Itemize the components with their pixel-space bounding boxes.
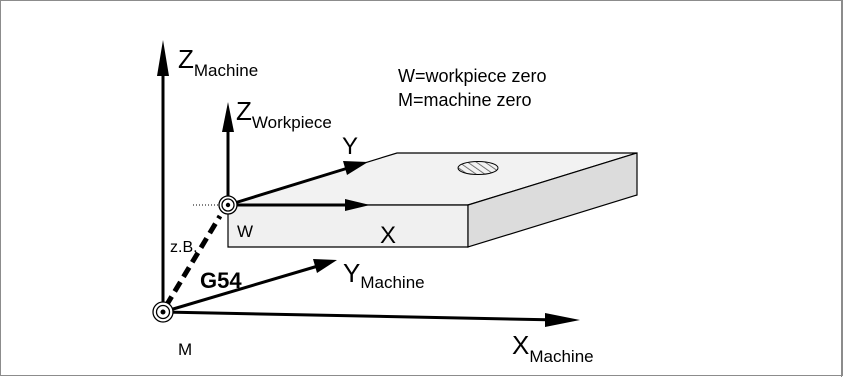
machine-z-sub: Machine <box>194 61 258 80</box>
legend-line-2: M=machine zero <box>398 90 532 110</box>
machine-x-label: XMachine <box>512 330 594 366</box>
machine-x-main: X <box>512 330 529 360</box>
machine-y-sub: Machine <box>360 273 424 292</box>
workpiece-z-arrowhead <box>222 102 234 132</box>
workpiece-front-face <box>227 204 469 248</box>
machine-zero-symbol <box>152 301 174 323</box>
offset-code-label: G54 <box>200 268 242 293</box>
machine-z-main: Z <box>178 44 194 74</box>
hatched-hole <box>457 161 499 175</box>
workpiece-x-arrowhead <box>345 199 370 211</box>
workpiece-side-face <box>467 152 638 248</box>
workpiece-z-main: Z <box>236 96 252 126</box>
machine-z-label: ZMachine <box>178 44 258 80</box>
workpiece-x-label: X <box>380 222 396 249</box>
workpiece-y-arrowhead <box>343 161 368 175</box>
workpiece-y-axis <box>227 166 349 207</box>
machine-x-axis <box>162 310 561 322</box>
workpiece-zero-symbol <box>218 195 238 215</box>
machine-x-arrowhead <box>545 313 580 327</box>
g54-offset-vector <box>163 214 223 308</box>
machine-zero-label: M <box>178 340 192 359</box>
machine-y-label: YMachine <box>343 258 425 292</box>
workpiece-zero-label: W <box>237 222 253 241</box>
offset-example-label: z.B. <box>170 239 198 256</box>
workpiece-z-sub: Workpiece <box>252 113 332 132</box>
legend-line-1: W=workpiece zero <box>398 66 547 86</box>
machine-y-arrowhead <box>313 259 337 273</box>
workpiece-z-label: ZWorkpiece <box>236 96 332 132</box>
machine-y-axis <box>162 264 319 314</box>
machine-y-main: Y <box>343 258 360 288</box>
machine-z-arrowhead <box>157 40 169 76</box>
machine-x-sub: Machine <box>529 347 593 366</box>
workpiece-y-label: Y <box>342 133 358 160</box>
